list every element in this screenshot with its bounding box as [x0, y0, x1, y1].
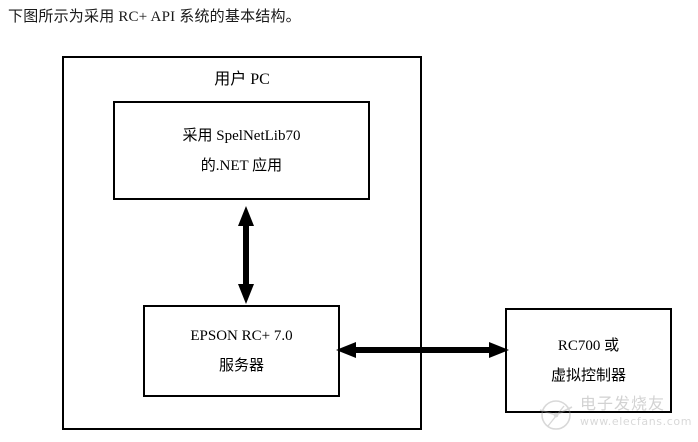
rc-server-node: EPSON RC+ 7.0 服务器 — [143, 305, 340, 397]
dotnet-app-label-line1: 采用 SpelNetLib70 — [182, 127, 301, 144]
dotnet-app-label-line2: 的.NET 应用 — [200, 157, 283, 174]
connector-server-to-controller-icon — [336, 336, 509, 364]
user-pc-label: 用户 PC — [214, 71, 270, 88]
rc-server-label-line2: 服务器 — [218, 358, 264, 374]
rc-server-label-line1: EPSON RC+ 7.0 — [190, 328, 293, 344]
dotnet-app-label: 采用 SpelNetLib70 的.NET 应用 — [115, 121, 368, 181]
controller-node: RC700 或 虚拟控制器 — [505, 308, 672, 413]
figure-caption: 下图所示为采用 RC+ API 系统的基本结构。 — [8, 9, 301, 25]
controller-label: RC700 或 虚拟控制器 — [507, 331, 670, 391]
controller-label-line2: 虚拟控制器 — [550, 367, 626, 384]
watermark-url: www.elecfans.com — [580, 415, 693, 428]
user-pc-container: 用户 PC — [62, 56, 422, 430]
controller-label-line1: RC700 或 — [557, 337, 620, 354]
rc-server-label: EPSON RC+ 7.0 服务器 — [145, 321, 338, 381]
connector-app-to-server-icon — [232, 206, 260, 304]
dotnet-app-node: 采用 SpelNetLib70 的.NET 应用 — [113, 101, 370, 200]
